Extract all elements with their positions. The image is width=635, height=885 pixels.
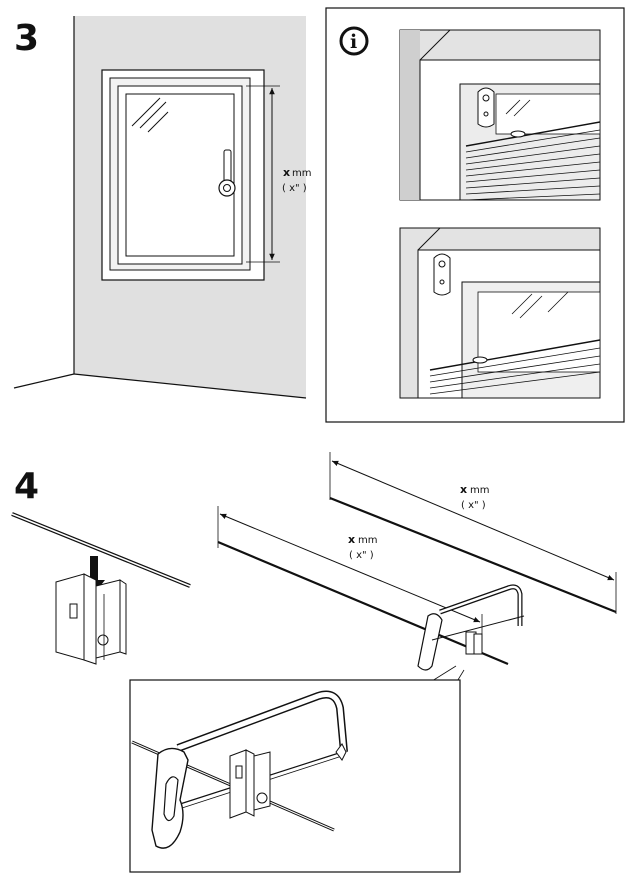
info-icon: i	[339, 26, 369, 56]
svg-text:x: x	[283, 166, 290, 179]
hacksaw-detail-panel	[129, 679, 461, 873]
short-dimension	[217, 506, 509, 666]
glass-pane	[125, 93, 235, 257]
rail-holder	[55, 573, 127, 665]
step-4-number: 4	[14, 466, 39, 507]
svg-text:( x" ): ( x" )	[461, 500, 486, 511]
step-3-dimension-label: x mm ( x" )	[282, 166, 311, 194]
long-dimension	[329, 452, 617, 614]
svg-text:i: i	[350, 31, 357, 53]
step-3-number: 3	[14, 18, 39, 59]
mounting-bracket	[477, 87, 495, 128]
svg-text:( x" ): ( x" )	[282, 183, 307, 194]
long-dimension-label: x mm ( x" )	[460, 483, 489, 511]
hacksaw-small	[417, 584, 525, 671]
svg-text:( x" ): ( x" )	[349, 550, 374, 561]
svg-text:x: x	[460, 483, 467, 496]
info-detail-bottom	[399, 227, 601, 399]
info-detail-top	[399, 29, 601, 201]
rail	[11, 512, 191, 588]
short-dimension-label: x mm ( x" )	[348, 533, 377, 561]
svg-text:mm: mm	[358, 535, 377, 546]
svg-text:x: x	[348, 533, 355, 546]
svg-text:mm: mm	[292, 168, 311, 179]
rail-being-cut	[217, 540, 509, 666]
svg-text:mm: mm	[470, 485, 489, 496]
window-illustration	[13, 16, 307, 399]
